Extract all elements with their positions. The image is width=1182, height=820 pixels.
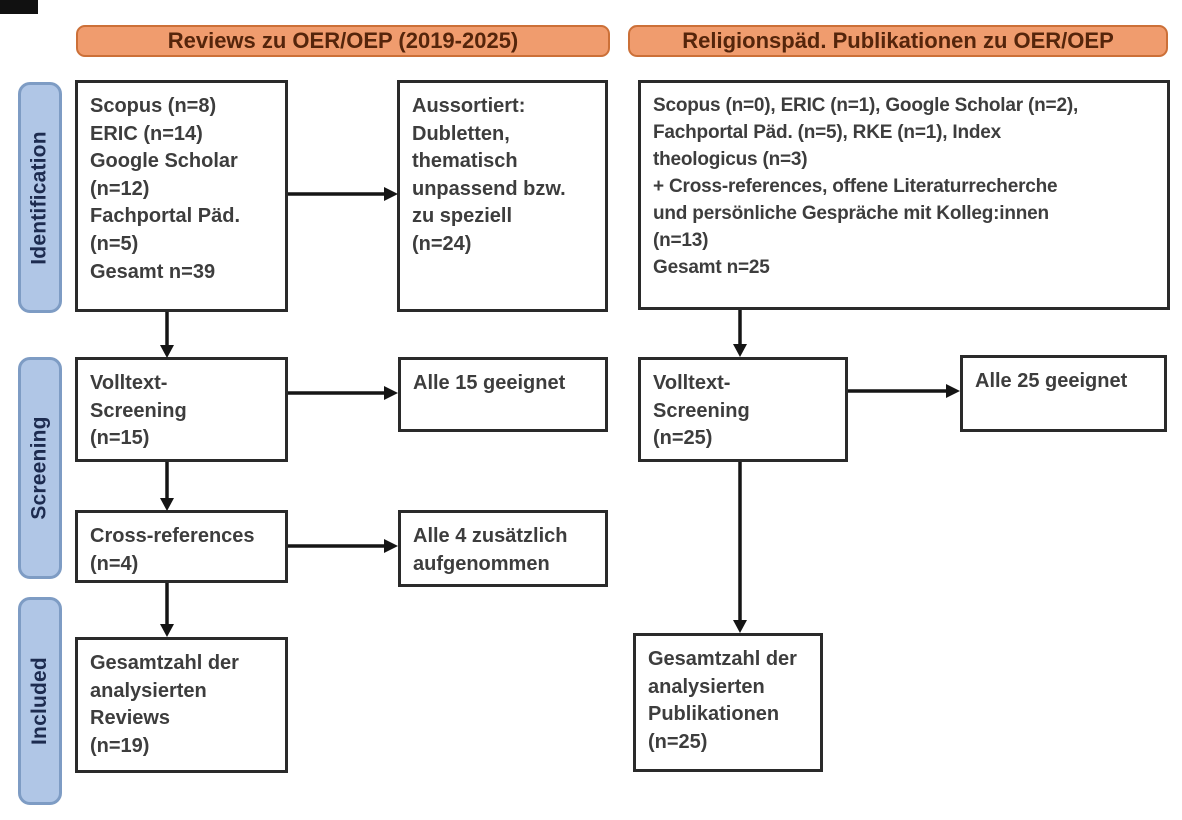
arrow-right-fulltext-to-result	[848, 384, 960, 398]
scan-artifact-corner	[0, 0, 38, 14]
column-header-religionspaed: Religionspäd. Publikationen zu OER/OEP	[628, 25, 1168, 57]
arrow-left-sources-to-excluded	[288, 187, 398, 201]
arrow-right-sources-to-fulltext	[733, 310, 747, 357]
box-left-fulltext-result: Alle 15 geeignet	[398, 357, 608, 432]
box-right-included-total: Gesamtzahl der analysierten Publikatione…	[633, 633, 823, 772]
box-left-crossreferences: Cross-references (n=4)	[75, 510, 288, 583]
box-right-fulltext-result: Alle 25 geeignet	[960, 355, 1167, 432]
stage-label-screening-text: Screening	[28, 416, 51, 520]
arrow-left-crossref-to-result	[288, 539, 398, 553]
column-header-reviews: Reviews zu OER/OEP (2019-2025)	[76, 25, 610, 57]
box-right-identification-sources: Scopus (n=0), ERIC (n=1), Google Scholar…	[638, 80, 1170, 310]
stage-label-identification-text: Identification	[28, 130, 51, 265]
box-left-crossreferences-result: Alle 4 zusätzlich aufgenommen	[398, 510, 608, 587]
arrow-right-fulltext-to-included	[733, 462, 747, 633]
box-left-excluded: Aussortiert: Dubletten, thematisch unpas…	[397, 80, 608, 312]
stage-label-included: Included	[18, 597, 62, 805]
arrow-left-crossref-to-included	[160, 583, 174, 637]
arrow-left-sources-to-fulltext	[160, 312, 174, 358]
arrow-left-fulltext-to-result	[288, 386, 398, 400]
stage-label-screening: Screening	[18, 357, 62, 579]
box-left-fulltext-screening: Volltext- Screening (n=15)	[75, 357, 288, 462]
box-left-identification-sources: Scopus (n=8) ERIC (n=14) Google Scholar …	[75, 80, 288, 312]
arrow-left-fulltext-to-crossref	[160, 462, 174, 511]
box-left-included-total: Gesamtzahl der analysierten Reviews (n=1…	[75, 637, 288, 773]
box-right-fulltext-screening: Volltext- Screening (n=25)	[638, 357, 848, 462]
stage-label-identification: Identification	[18, 82, 62, 313]
stage-label-included-text: Included	[28, 657, 52, 745]
